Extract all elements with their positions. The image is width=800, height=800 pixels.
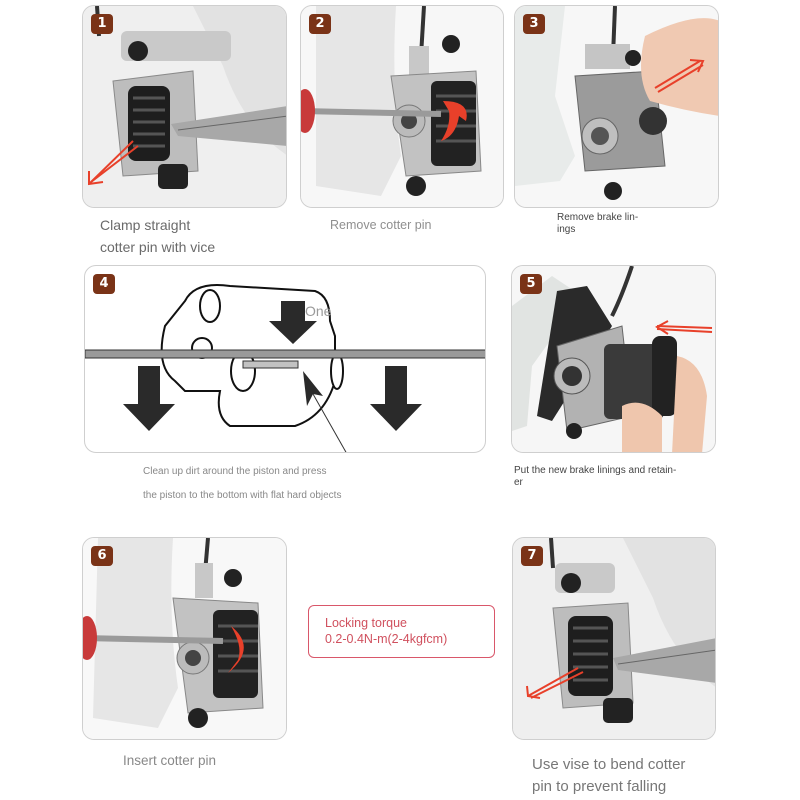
diagram-label-one: One	[305, 303, 332, 319]
inserting-cotter-pin-photo	[83, 538, 286, 739]
screwdriver-removing-pin-photo	[301, 6, 503, 207]
step-5-caption: Put the new brake linings and retain- er	[514, 465, 676, 489]
step-3-panel: 3	[514, 5, 719, 208]
step-4-caption-line1: Clean up dirt around the piston and pres…	[143, 466, 327, 477]
step-3-caption-line1: Remove brake lin-	[557, 212, 639, 223]
step-7-caption-line1: Use vise to bend cotter	[532, 756, 686, 773]
step-7-caption-line2: pin to prevent falling	[532, 778, 667, 795]
step-4-panel: 4 One	[84, 265, 486, 453]
step-5-panel: 5	[511, 265, 716, 453]
step-5-badge: 5	[520, 274, 542, 294]
step-4-badge: 4	[93, 274, 115, 294]
step-5-caption-line2: er	[514, 477, 523, 488]
step-1-badge: 1	[91, 14, 113, 34]
torque-value: 0.2-0.4N-m(2-4kgfcm)	[325, 632, 448, 646]
step-3-caption-line2: ings	[557, 224, 576, 235]
step-1-caption-line1: Clamp straight	[100, 217, 191, 233]
step-2-panel: 2	[300, 5, 504, 208]
caliper-pliers-photo	[83, 6, 286, 207]
step-4-caption-line2: the piston to the bottom with flat hard …	[143, 490, 342, 501]
torque-label: Locking torque	[325, 616, 408, 630]
step-1-caption-line2: cotter pin with vice	[100, 239, 216, 255]
step-5-caption-line1: Put the new brake linings and retain-	[514, 465, 677, 476]
step-4-caption: Clean up dirt around the piston and pres…	[143, 460, 341, 508]
step-6-caption: Insert cotter pin	[123, 753, 217, 768]
step-7-badge: 7	[521, 546, 543, 566]
step-2-caption: Remove cotter pin	[330, 218, 432, 232]
removing-brake-linings-photo	[515, 6, 718, 207]
step-6-panel: 6	[82, 537, 287, 740]
step-1-panel: 1	[82, 5, 287, 208]
step-1-caption: Clamp straight cotter pin with vice	[100, 214, 215, 258]
piston-press-diagram: One	[85, 284, 485, 452]
inserting-brake-linings-photo	[512, 266, 715, 452]
step-2-badge: 2	[309, 14, 331, 34]
step-6-badge: 6	[91, 546, 113, 566]
step-3-caption: Remove brake lin- ings	[557, 212, 638, 236]
step-7-caption: Use vise to bend cotter pin to prevent f…	[532, 754, 685, 798]
step-3-badge: 3	[523, 14, 545, 34]
bending-cotter-pin-photo	[513, 538, 715, 739]
locking-torque-note: Locking torque 0.2-0.4N-m(2-4kgfcm)	[308, 605, 495, 658]
step-7-panel: 7	[512, 537, 716, 740]
